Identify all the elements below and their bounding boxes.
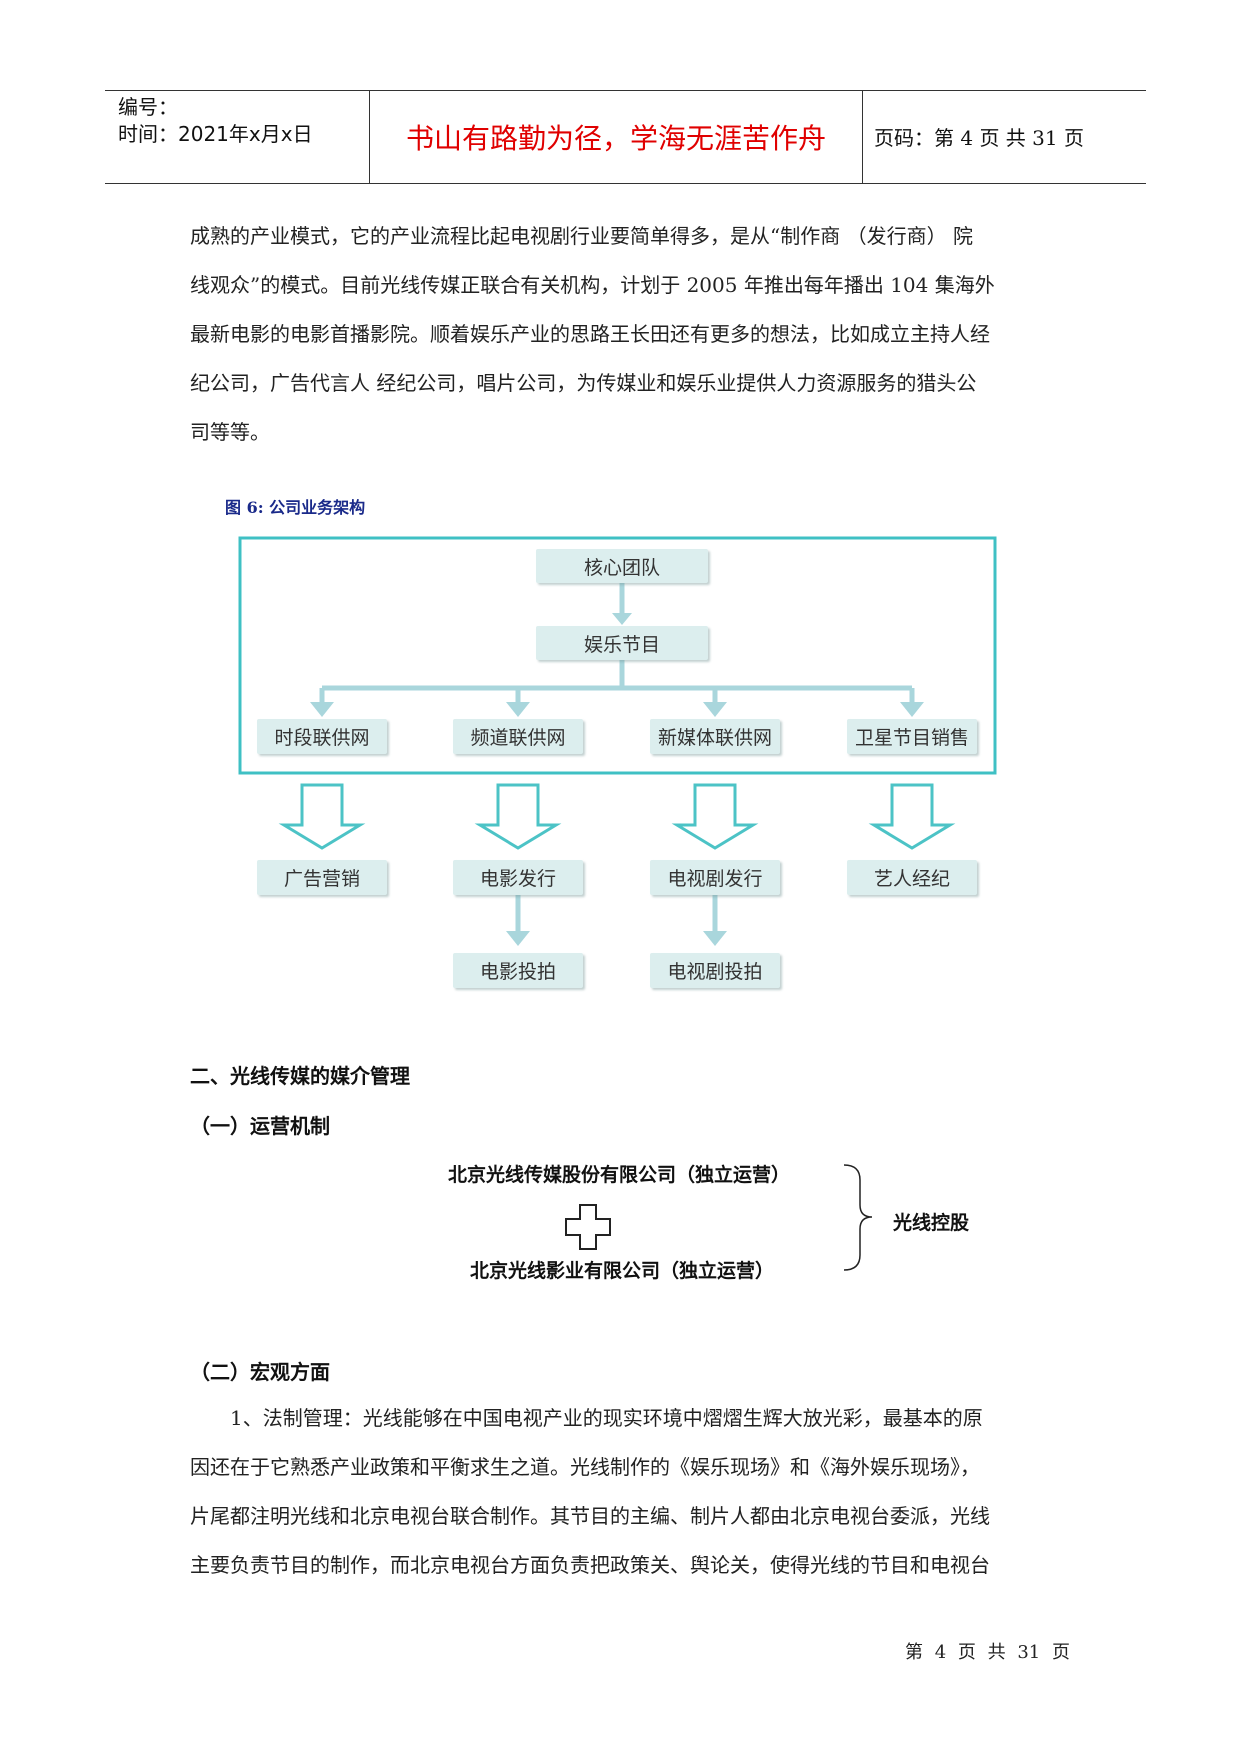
legal-line: 因还在于它熟悉产业政策和平衡求生之道。光线制作的《娱乐现场》和《海外娱乐现场》，: [190, 1455, 980, 1479]
intro-line: 成熟的产业模式，它的产业流程比起电视剧行业要简单得多，是从“制作商 （发行商） …: [190, 224, 973, 248]
node-satellite-sales: 卫星节目销售: [847, 719, 977, 754]
intro-line: 纪公司，广告代言人 经纪公司，唱片公司，为传媒业和娱乐业提供人力资源服务的猎头公: [190, 371, 977, 395]
node-core-team: 核心团队: [536, 549, 708, 583]
header-meta: 编号： 时间：2021年x月x日: [118, 94, 313, 148]
node-artist-agency: 艺人经纪: [847, 860, 977, 895]
node-channel-network: 频道联供网: [453, 719, 583, 754]
org-guangxian-media: 北京光线传媒股份有限公司（独立运营）: [448, 1164, 791, 1186]
legal-line: 1、法制管理：光线能够在中国电视产业的现实环境中熠熠生辉大放光彩，最基本的原: [230, 1406, 983, 1430]
node-time-slot-network: 时段联供网: [257, 719, 387, 754]
header-divider-right: [862, 90, 863, 183]
node-tv-investment: 电视剧投拍: [650, 953, 780, 988]
intro-line: 司等等。: [190, 420, 270, 444]
org-guangxian-film: 北京光线影业有限公司（独立运营）: [470, 1260, 775, 1282]
legal-line: 主要负责节目的制作，而北京电视台方面负责把政策关、舆论关，使得光线的节目和电视台: [190, 1553, 990, 1577]
diagram-block-arrows: [278, 783, 956, 850]
document-time-label: 时间：2021年x月x日: [118, 122, 313, 146]
holding-bracket: [843, 1164, 873, 1271]
legal-line: 片尾都注明光线和北京电视台联合制作。其节目的主编、制片人都由北京电视台委派，光线: [190, 1504, 990, 1528]
intro-paragraph: 成熟的产业模式，它的产业流程比起电视剧行业要简单得多，是从“制作商 （发行商） …: [190, 212, 1060, 457]
node-new-media-network: 新媒体联供网: [650, 719, 780, 754]
org-holding: 光线控股: [893, 1212, 970, 1234]
subsection-title-operation: （一）运营机制: [190, 1114, 330, 1138]
intro-line: 最新电影的电影首播影院。顺着娱乐产业的思路王长田还有更多的想法，比如成立主持人经: [190, 322, 990, 346]
subsection-title-macro: （二）宏观方面: [190, 1360, 330, 1384]
header-motto: 书山有路勤为径，学海无涯苦作舟: [405, 122, 826, 155]
header-bottom-border: [105, 183, 1146, 184]
header-page-info: 页码：第 4 页 共 31 页: [874, 126, 1084, 150]
legal-paragraph: 1、法制管理：光线能够在中国电视产业的现实环境中熠熠生辉大放光彩，最基本的原 因…: [190, 1394, 1060, 1590]
diagram-arrowheads: [310, 613, 924, 946]
intro-line: 线观众”的模式。目前光线传媒正联合有关机构，计划于 2005 年推出每年播出 1…: [190, 273, 995, 297]
header-top-border: [105, 90, 1146, 91]
node-film-investment: 电影投拍: [453, 953, 583, 988]
node-tv-release: 电视剧发行: [650, 860, 780, 895]
node-entertainment: 娱乐节目: [536, 626, 708, 660]
figure-caption: 图 6: 公司业务架构: [225, 498, 366, 517]
document-number-label: 编号：: [118, 95, 178, 119]
node-film-release: 电影发行: [453, 860, 583, 895]
plus-icon: [565, 1204, 611, 1250]
header-divider-left: [369, 90, 370, 183]
node-ad-marketing: 广告营销: [257, 860, 387, 895]
section-title: 二、光线传媒的媒介管理: [190, 1064, 410, 1088]
footer-page-number: 第 4 页 共 31 页: [905, 1642, 1070, 1663]
